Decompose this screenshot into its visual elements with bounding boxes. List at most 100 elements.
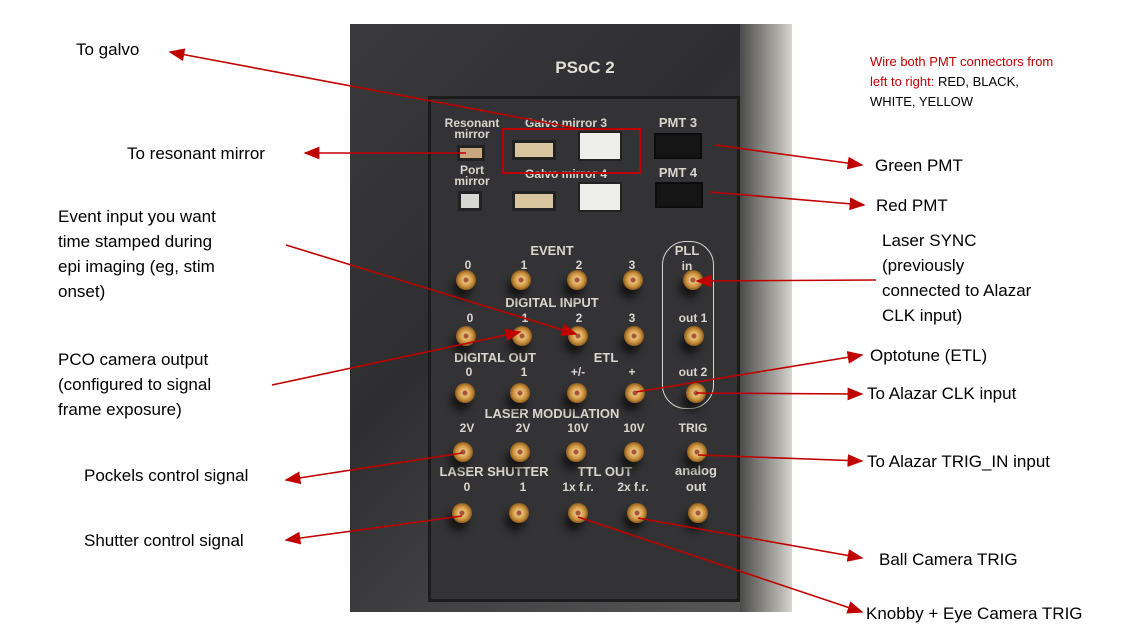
sub-din-0: 0 xyxy=(466,311,474,325)
sma-connector xyxy=(687,442,707,462)
galvo4-connector-a xyxy=(512,191,556,211)
note-colors: RED, BLACK, WHITE, YELLOW xyxy=(870,74,1019,109)
pmt3-connector xyxy=(654,133,702,159)
sub-etl-plus: + xyxy=(628,365,636,379)
label-port-mirror: mirror xyxy=(454,174,490,188)
sma-connector xyxy=(567,383,587,403)
label-laser-modulation: LASER MODULATION xyxy=(484,406,620,421)
sub-analog-out: out xyxy=(685,479,707,494)
arrow-pockels xyxy=(284,452,463,485)
sub-event-0: 0 xyxy=(464,258,472,272)
sub-dout-0: 0 xyxy=(465,365,473,379)
sma-connector xyxy=(624,442,644,462)
label-resonant: Resonant xyxy=(444,116,500,130)
annotation-optotune: Optotune (ETL) xyxy=(870,346,988,365)
label-digital-input: DIGITAL INPUT xyxy=(505,295,599,310)
sma-connector xyxy=(688,503,708,523)
sma-connector xyxy=(455,383,475,403)
sma-connector xyxy=(567,270,587,290)
annotation-pockels: Pockels control signal xyxy=(84,466,249,485)
sub-din-2: 2 xyxy=(575,311,583,325)
annotation-ball: Ball Camera TRIG xyxy=(879,550,1018,569)
annotation-pco-line: PCO camera output xyxy=(58,350,209,369)
annotation-event-line: onset) xyxy=(58,282,106,301)
annotation-sync-line: Laser SYNC xyxy=(882,231,977,250)
annotation-pco-line: frame exposure) xyxy=(58,400,182,419)
sub-analog: analog xyxy=(675,463,717,478)
sma-connector xyxy=(684,326,704,346)
arrow-optotune xyxy=(635,351,864,393)
label-galvo3: Galvo mirror 3 xyxy=(524,116,608,130)
sub-mod-2: 10V xyxy=(567,421,589,435)
sub-mod-1: 2V xyxy=(515,421,531,435)
annotation-alazar-trig: To Alazar TRIG_IN input xyxy=(867,452,1050,471)
arrow-event xyxy=(285,244,578,336)
annotation-event: Event input you want time stamped during… xyxy=(58,204,216,304)
arrow-alazar-clk xyxy=(695,387,864,401)
pmt-wiring-note: Wire both PMT connectors from left to ri… xyxy=(870,52,1060,112)
annotation-event-line: time stamped during xyxy=(58,232,213,251)
sub-mod-0: 2V xyxy=(459,421,475,435)
annotation-resonant: To resonant mirror xyxy=(127,144,265,163)
port-connector xyxy=(458,191,482,211)
sub-pll-in: in xyxy=(681,259,693,273)
sub-etl-pm: +/- xyxy=(570,365,586,379)
sub-ttl-1x: 1x f.r. xyxy=(562,480,594,494)
sub-out1: out 1 xyxy=(678,311,708,325)
label-digital-out: DIGITAL OUT xyxy=(454,350,536,365)
annotation-red-pmt: Red PMT xyxy=(876,196,948,215)
photo-background xyxy=(740,24,792,612)
sma-connector xyxy=(624,326,644,346)
arrow-green-pmt xyxy=(714,144,864,170)
label-resonant-mirror: mirror xyxy=(454,127,490,141)
panel-title: PSoC 2 xyxy=(555,58,615,77)
arrow-knobby xyxy=(577,516,864,614)
sub-dout-1: 1 xyxy=(520,365,528,379)
annotation-event-line: epi imaging (eg, stim xyxy=(58,257,215,276)
label-ttl-out: TTL OUT xyxy=(577,464,633,479)
arrow-laser-sync xyxy=(695,274,877,288)
annotation-sync-line: CLK input) xyxy=(882,306,963,325)
galvo-highlight-box xyxy=(502,128,641,174)
sub-mod-3: 10V xyxy=(623,421,645,435)
sub-shutter-0: 0 xyxy=(463,480,471,494)
arrow-ball xyxy=(637,517,864,562)
sma-connector xyxy=(511,270,531,290)
arrow-pco xyxy=(271,328,522,386)
annotation-sync-line: (previously xyxy=(882,256,965,275)
sma-connector xyxy=(456,326,476,346)
sub-ttl-2x: 2x f.r. xyxy=(617,480,649,494)
pll-outline xyxy=(662,241,714,409)
sub-event-2: 2 xyxy=(575,258,583,272)
note-red-text: Wire both PMT connectors from left to ri… xyxy=(870,54,1054,89)
annotation-sync-line: connected to Alazar xyxy=(882,281,1032,300)
arrow-galvo xyxy=(168,48,576,129)
annotation-galvo: To galvo xyxy=(76,40,140,59)
annotation-event-line: Event input you want xyxy=(58,207,216,226)
arrow-shutter xyxy=(284,515,463,545)
sma-connector xyxy=(453,442,473,462)
sma-connector xyxy=(623,270,643,290)
galvo4-connector-b xyxy=(578,182,622,212)
sma-connector xyxy=(510,383,530,403)
label-etl: ETL xyxy=(593,350,619,365)
label-laser-shutter: LASER SHUTTER xyxy=(439,464,549,479)
annotation-knobby: Knobby + Eye Camera TRIG xyxy=(866,604,1083,623)
annotation-pco-line: (configured to signal xyxy=(58,375,212,394)
annotation-laser-sync: Laser SYNC (previously connected to Alaz… xyxy=(882,228,1031,328)
annotation-green-pmt: Green PMT xyxy=(875,156,963,175)
galvo3-connector-a xyxy=(512,140,556,160)
sma-connector xyxy=(510,442,530,462)
sma-connector xyxy=(566,442,586,462)
sma-connector xyxy=(509,503,529,523)
arrow-red-pmt xyxy=(709,191,866,211)
sub-event-3: 3 xyxy=(628,258,636,272)
sub-shutter-1: 1 xyxy=(519,480,527,494)
sma-connector xyxy=(625,383,645,403)
annotation-shutter: Shutter control signal xyxy=(84,531,244,550)
label-pmt3: PMT 3 xyxy=(658,115,698,130)
sub-trig: TRIG xyxy=(678,421,708,435)
annotation-pco: PCO camera output (configured to signal … xyxy=(58,347,211,422)
annotation-alazar-clk: To Alazar CLK input xyxy=(867,384,1017,403)
